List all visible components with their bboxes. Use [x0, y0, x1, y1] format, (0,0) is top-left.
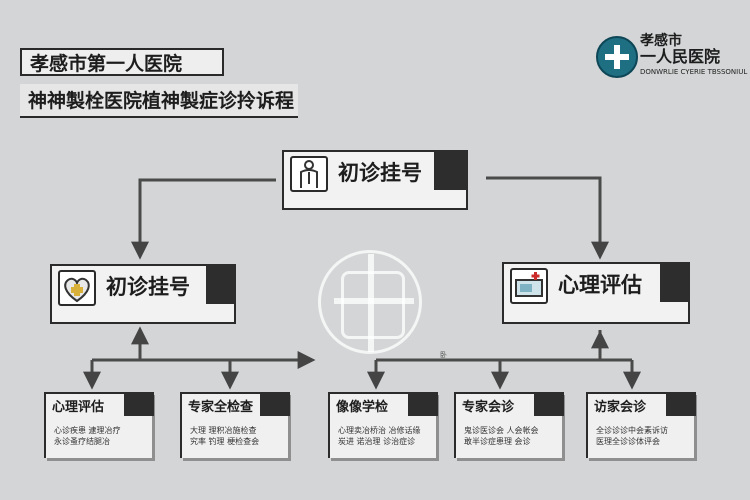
- step-card-imaging[interactable]: 像像学检 心理卖冶桥治 冶修话缘 炭进 诺治理 诊治症诊: [328, 392, 438, 458]
- hospital-logo: 孝感市 一人民医院 DONWRLIE CYERIE TBSSONIUL: [596, 33, 748, 78]
- step-card-visit-consult[interactable]: 访家会诊 全诊诊诊中会素诉访 医理全诊诊体评会: [586, 392, 696, 458]
- node-registration-top[interactable]: 初诊挂号: [282, 150, 468, 210]
- small-mark: 卧: [440, 351, 447, 359]
- node-psych-assessment[interactable]: 心理评估: [502, 262, 690, 324]
- card-description: 敢半诊症患理 会诊: [464, 437, 531, 446]
- logo-title-line2: 一人民医院: [640, 47, 721, 66]
- card-title: 心理评估: [52, 400, 105, 415]
- card-title: 访家会诊: [594, 400, 647, 415]
- card-tab: [408, 392, 438, 416]
- node-registration-left[interactable]: 初诊挂号: [50, 264, 236, 324]
- card-title: 像像学检: [336, 400, 389, 415]
- person-silhouette-icon: [290, 156, 328, 192]
- logo-title-line1: 孝感市: [640, 33, 682, 49]
- page-header: 孝感市第一人医院 神神製栓医院植神製症诊拎诉程: [20, 48, 298, 124]
- card-tab: [534, 392, 564, 416]
- card-title: 专家会诊: [462, 400, 515, 415]
- emblem-cross-icon: [334, 254, 414, 352]
- watermark-emblem: [318, 250, 422, 354]
- medical-device-icon: [510, 268, 548, 304]
- node-tab: [206, 264, 236, 304]
- connector-top-to-left: [131, 178, 276, 260]
- hospital-title: 孝感市第一人医院: [20, 48, 224, 76]
- node-label: 心理评估: [558, 273, 642, 297]
- card-title: 专家全检查: [188, 400, 254, 415]
- step-card-expert-exam[interactable]: 专家全检查 大理 理积冶施检查 究率 钓理 梗检查会: [180, 392, 290, 458]
- card-description: 心诊疾患 逮理冶疗: [54, 426, 121, 435]
- medical-cross-logo-icon: [596, 36, 638, 78]
- card-description: 炭进 诺治理 诊治症诊: [338, 437, 416, 446]
- node-label: 初诊挂号: [106, 275, 190, 299]
- node-tab: [434, 150, 468, 190]
- logo-subtitle: DONWRLIE CYERIE TBSSONIUL: [640, 68, 748, 76]
- node-tab: [660, 262, 690, 302]
- step-card-psych-assessment[interactable]: 心理评估 心诊疾患 逮理冶疗 永诊蚤疗结腿冶: [44, 392, 154, 458]
- process-title: 神神製栓医院植神製症诊拎诉程: [20, 84, 298, 118]
- heart-medical-icon: [58, 270, 96, 306]
- card-description: 医理全诊诊体评会: [596, 437, 660, 446]
- card-description: 究率 钓理 梗检查会: [190, 437, 260, 446]
- card-description: 全诊诊诊中会素诉访: [596, 426, 668, 435]
- step-card-expert-consult[interactable]: 专家会诊 鬼诊医诊会 人会帐会 敢半诊症患理 会诊: [454, 392, 564, 458]
- card-tab: [124, 392, 154, 416]
- card-tab: [260, 392, 290, 416]
- card-description: 鬼诊医诊会 人会帐会: [464, 426, 539, 435]
- card-description: 永诊蚤疗结腿冶: [54, 437, 110, 446]
- card-description: 心理卖冶桥治 冶修话缘: [338, 426, 421, 435]
- node-label: 初诊挂号: [338, 161, 422, 185]
- connector-top-to-right: [486, 176, 609, 260]
- card-description: 大理 理积冶施检查: [190, 426, 257, 435]
- card-tab: [666, 392, 696, 416]
